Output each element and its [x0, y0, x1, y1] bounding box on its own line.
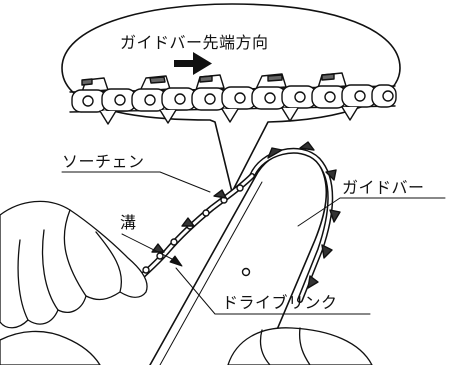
- drive-tang: [341, 106, 359, 121]
- cutter-tooth: [81, 78, 93, 86]
- rivet: [294, 91, 306, 103]
- bar-chain-tooth: [329, 209, 341, 223]
- bar-chain-tooth: [267, 147, 283, 159]
- bar-chain-tooth: [307, 275, 319, 289]
- drive-link-tangs: [99, 106, 359, 125]
- rivets: [82, 90, 394, 107]
- left-hand-finger: [17, 239, 29, 321]
- rivet: [114, 94, 126, 106]
- rivet: [202, 209, 210, 217]
- guide-bar-leader: [297, 197, 446, 227]
- callout-text: ガイドバー先端方向: [120, 33, 269, 52]
- bar-chain-tooth: [213, 189, 227, 199]
- bar-chain-tooth: [299, 141, 315, 151]
- hand-illustration: [0, 200, 373, 366]
- left-hand-finger: [41, 229, 59, 311]
- rivet: [82, 95, 94, 107]
- rivet: [170, 238, 178, 246]
- drive-tang: [159, 109, 177, 124]
- left-hand-thumb: [95, 231, 122, 293]
- bar-chain-tooth: [325, 169, 337, 181]
- bar-chain-tooth: [181, 217, 195, 227]
- rivet: [236, 184, 244, 192]
- right-hand-finger: [259, 329, 271, 366]
- cutter-teeth: [81, 72, 347, 93]
- cutter-tooth: [267, 74, 283, 82]
- groove-label: 溝: [120, 213, 137, 232]
- saw-chain-label: ソーチェン: [62, 152, 145, 171]
- rivet: [324, 91, 336, 103]
- drive-link-label: ドライブリンク: [222, 293, 338, 312]
- leader-lines: [61, 171, 446, 315]
- bar-chain-tooth: [321, 244, 333, 259]
- guide-bar-label: ガイドバー: [342, 178, 425, 197]
- drive-tang: [221, 108, 239, 123]
- groove-leader: [121, 233, 179, 263]
- rivet: [204, 93, 216, 105]
- chain-closeup: [69, 72, 397, 125]
- drive-tang: [281, 107, 299, 122]
- rivet: [354, 90, 366, 102]
- left-hand-finger: [63, 209, 87, 297]
- cutter-tooth: [149, 76, 166, 84]
- groove-arrow-head: [169, 255, 183, 267]
- direction-arrow-icon: [174, 52, 212, 75]
- cutter-tooth: [321, 73, 335, 81]
- cutter-tooth: [199, 75, 213, 83]
- rivet: [382, 90, 394, 102]
- rivet: [144, 94, 156, 106]
- rivet: [142, 266, 150, 274]
- bar-chain-tooth: [151, 243, 165, 253]
- guide-bar-groove: [159, 181, 263, 366]
- drive-link-leader: [175, 267, 371, 315]
- drive-tang: [99, 110, 117, 125]
- guide-bar-hole: [241, 267, 251, 277]
- rivet: [234, 92, 246, 104]
- rivet: [174, 93, 186, 105]
- rivet: [264, 92, 276, 104]
- saw-chain-leader: [61, 171, 211, 193]
- right-hand-finger: [298, 327, 311, 366]
- left-lower-hand: [0, 330, 101, 366]
